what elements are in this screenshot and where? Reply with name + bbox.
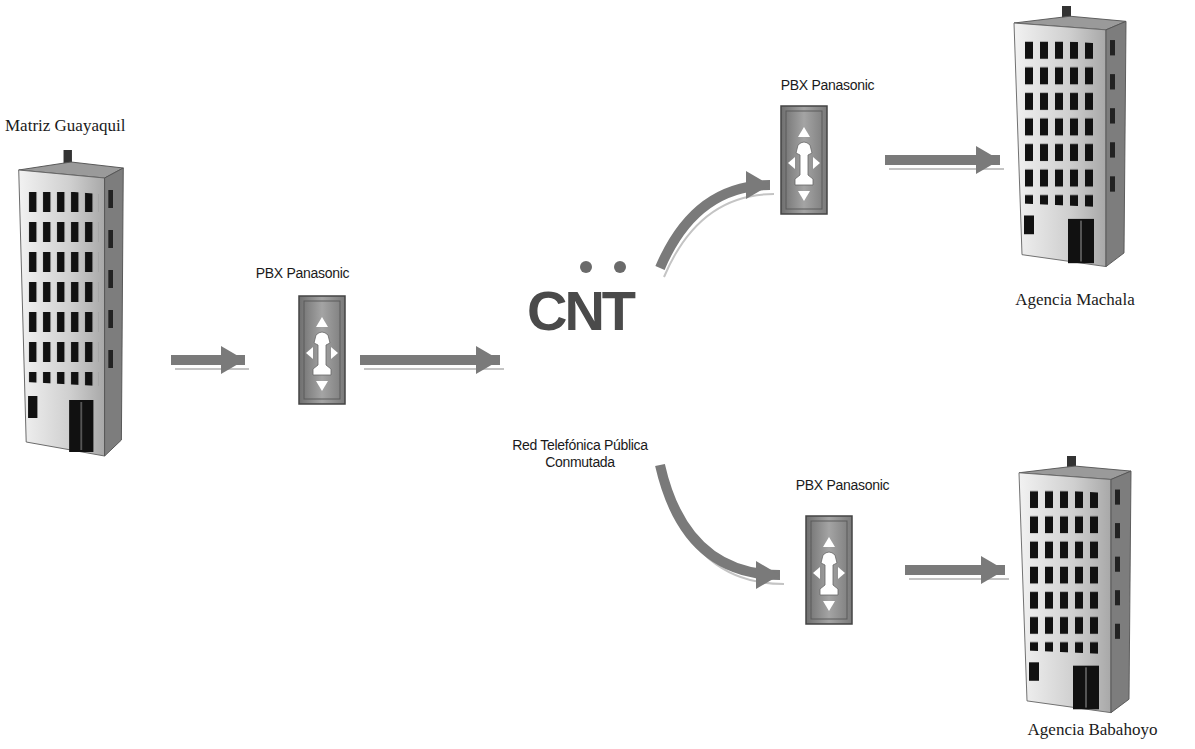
node-label: PBX Panasonic	[245, 265, 360, 282]
node-label: Agencia Babahoyo	[1005, 720, 1180, 740]
node-label: PBX Panasonic	[770, 77, 885, 94]
building-icon	[1014, 6, 1126, 267]
logo-dot	[580, 261, 592, 273]
arrow-shadow	[909, 578, 1009, 580]
building-icon	[19, 150, 124, 456]
diagram-node: PBX Panasonic	[770, 74, 885, 216]
pbx-icon	[781, 106, 827, 214]
node-label: PBX Panasonic	[780, 477, 905, 494]
diagram-node: CNT Red Telefónica Pública Conmutada	[500, 252, 660, 477]
logo-dot	[614, 261, 626, 273]
flow-arrow	[885, 155, 1000, 165]
node-label: Agencia Machala	[1000, 290, 1150, 310]
arrow-shadow	[175, 368, 249, 370]
flow-arrow	[360, 355, 500, 365]
node-label: Matriz Guayaquil	[1, 116, 175, 136]
diagram-node: Agencia Babahoyo	[1005, 452, 1180, 745]
node-label: Red Telefónica Pública Conmutada	[500, 437, 660, 471]
diagram-node: Agencia Machala	[1000, 2, 1150, 318]
arrow-shadow	[364, 368, 504, 370]
flow-arrow	[171, 355, 245, 365]
diagram-node: PBX Panasonic	[245, 262, 360, 408]
logo-text: CNT	[500, 282, 660, 340]
arrow-shadow	[889, 168, 1004, 170]
flow-arrow	[660, 465, 780, 575]
flow-arrow	[660, 185, 770, 268]
pbx-icon	[299, 296, 345, 404]
flow-arrow	[905, 565, 1005, 575]
pbx-icon	[806, 516, 852, 624]
diagram-node: PBX Panasonic	[780, 474, 905, 628]
building-icon	[1019, 456, 1131, 713]
diagram-node: Matriz Guayaquil	[1, 112, 171, 464]
